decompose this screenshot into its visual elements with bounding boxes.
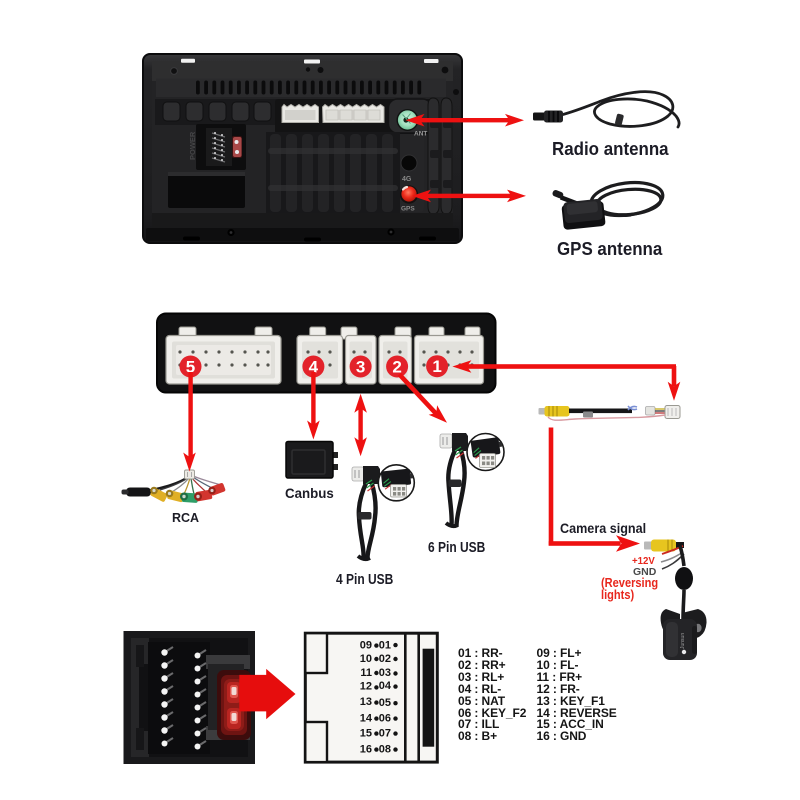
svg-text:11: 11 — [360, 667, 372, 679]
svg-text:10: 10 — [360, 653, 372, 665]
svg-text:GPS: GPS — [401, 206, 415, 213]
svg-text:2: 2 — [392, 358, 401, 377]
svg-text:ANT: ANT — [414, 131, 427, 138]
svg-text:14: 14 — [360, 713, 373, 725]
svg-text:15: 15 — [360, 728, 372, 740]
svg-text:1: 1 — [432, 357, 441, 376]
svg-text:02: 02 — [379, 653, 391, 665]
svg-text:POWER: POWER — [188, 131, 197, 160]
svg-text:12: 12 — [360, 681, 372, 693]
svg-text:06: 06 — [379, 713, 391, 725]
svg-text:09: 09 — [360, 640, 372, 652]
svg-text:5: 5 — [186, 358, 195, 377]
svg-text:16: 16 — [360, 744, 372, 756]
svg-text:Junsun: Junsun — [680, 633, 686, 649]
svg-text:01: 01 — [379, 640, 391, 652]
svg-text:4G: 4G — [402, 176, 412, 183]
svg-text:13: 13 — [360, 696, 372, 708]
svg-text:4: 4 — [309, 358, 319, 377]
svg-text:04: 04 — [379, 680, 392, 692]
svg-text:07: 07 — [379, 728, 391, 740]
svg-text:03: 03 — [379, 667, 391, 679]
svg-text:05: 05 — [379, 697, 391, 709]
svg-text:08: 08 — [379, 744, 391, 756]
svg-text:3: 3 — [356, 358, 365, 377]
